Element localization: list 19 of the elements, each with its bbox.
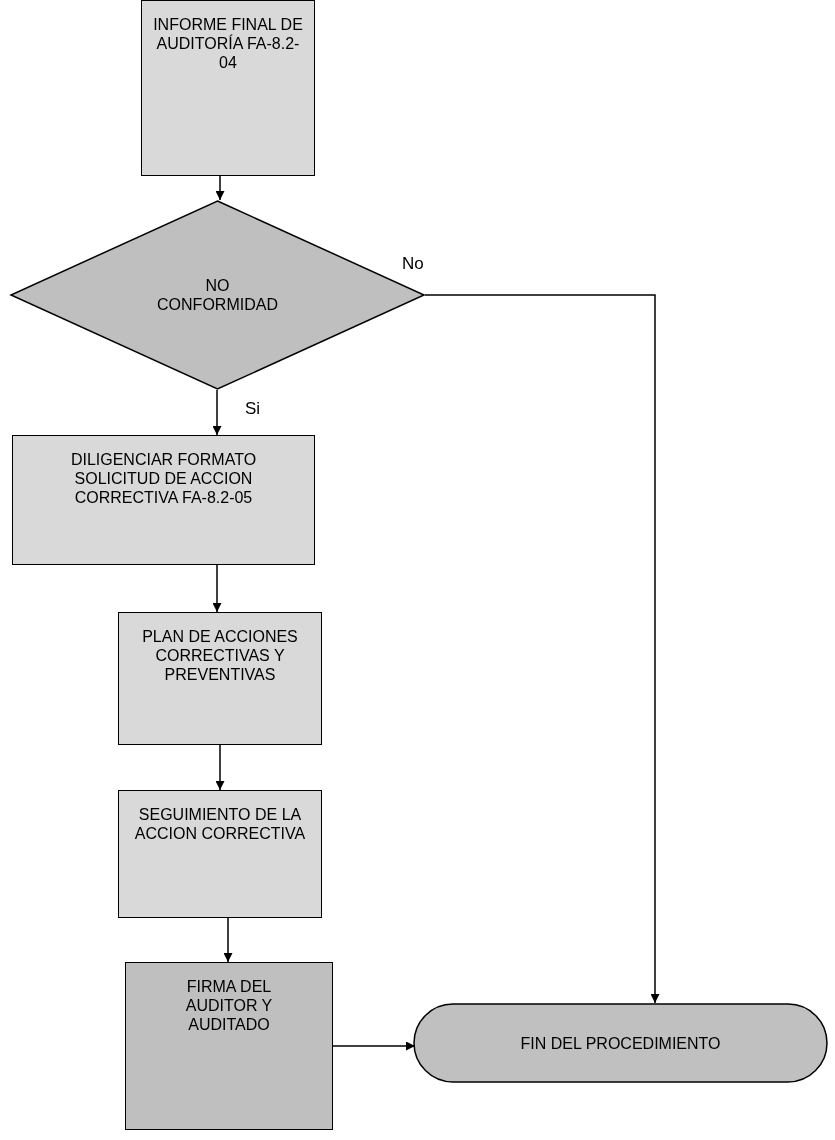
node-label: SEGUIMIENTO DE LA ACCION CORRECTIVA bbox=[133, 805, 307, 843]
arrow bbox=[212, 389, 222, 436]
arrow bbox=[215, 744, 225, 791]
decision-diamond bbox=[10, 200, 425, 390]
arrow bbox=[215, 175, 225, 201]
node-label: FIN DEL PROCEDIMIENTO bbox=[520, 1033, 721, 1053]
process-box bbox=[141, 0, 315, 176]
arrow bbox=[424, 294, 660, 1004]
process-box bbox=[12, 435, 315, 565]
node-label: FIRMA DEL AUDITOR Y AUDITADO bbox=[184, 977, 274, 1034]
node-label: PLAN DE ACCIONES CORRECTIVAS Y PREVENTIVAS bbox=[141, 627, 299, 684]
node-label: NO CONFORMIDAD bbox=[156, 276, 279, 314]
process-box bbox=[118, 612, 322, 745]
process-box bbox=[118, 790, 322, 918]
arrow bbox=[223, 917, 233, 963]
arrow bbox=[212, 564, 222, 613]
process-box bbox=[125, 962, 333, 1130]
node-label: DILIGENCIAR FORMATO SOLICITUD DE ACCION CORRECTIVA FA-8.2-05 bbox=[69, 450, 258, 507]
node-label: INFORME FINAL DE AUDITORÍA FA-8.2-04 bbox=[152, 15, 304, 72]
